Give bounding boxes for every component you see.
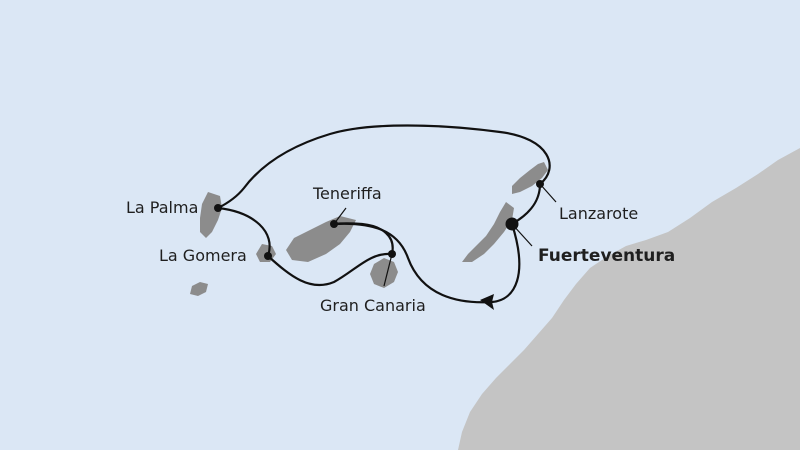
port-label-la-palma: La Palma: [126, 198, 199, 217]
port-label-lanzarote: Lanzarote: [559, 204, 639, 223]
leader-line-fuerteventura: [511, 223, 533, 247]
island-el-hierro: [190, 282, 208, 296]
island-fuerteventura: [462, 202, 514, 262]
port-marker-la-palma: [214, 204, 222, 212]
island-lanzarote: [512, 162, 548, 194]
island-la-palma: [200, 192, 222, 238]
island-teneriffa: [286, 216, 356, 262]
leader-line-lanzarote: [539, 183, 557, 203]
mainland-africa: [458, 148, 800, 450]
route-leg-la-gomera-gran-canaria: [266, 252, 394, 287]
route-leg-teneriffa-fuerteventura: [332, 222, 521, 304]
port-marker-la-gomera: [264, 252, 272, 260]
island-gran-canaria: [370, 258, 398, 288]
leader-line-teneriffa: [333, 207, 347, 225]
route-direction-arrow-icon: [480, 294, 494, 310]
port-label-la-gomera: La Gomera: [159, 246, 247, 265]
route-leg-la-palma-la-gomera: [216, 206, 271, 258]
leader-line-gran-canaria: [383, 253, 393, 287]
port-label-fuerteventura: Fuerteventura: [538, 246, 676, 266]
port-label-teneriffa: Teneriffa: [313, 184, 382, 203]
route-leg-lanzarote-la-palma: [216, 124, 551, 210]
port-label-gran-canaria: Gran Canaria: [320, 296, 426, 315]
